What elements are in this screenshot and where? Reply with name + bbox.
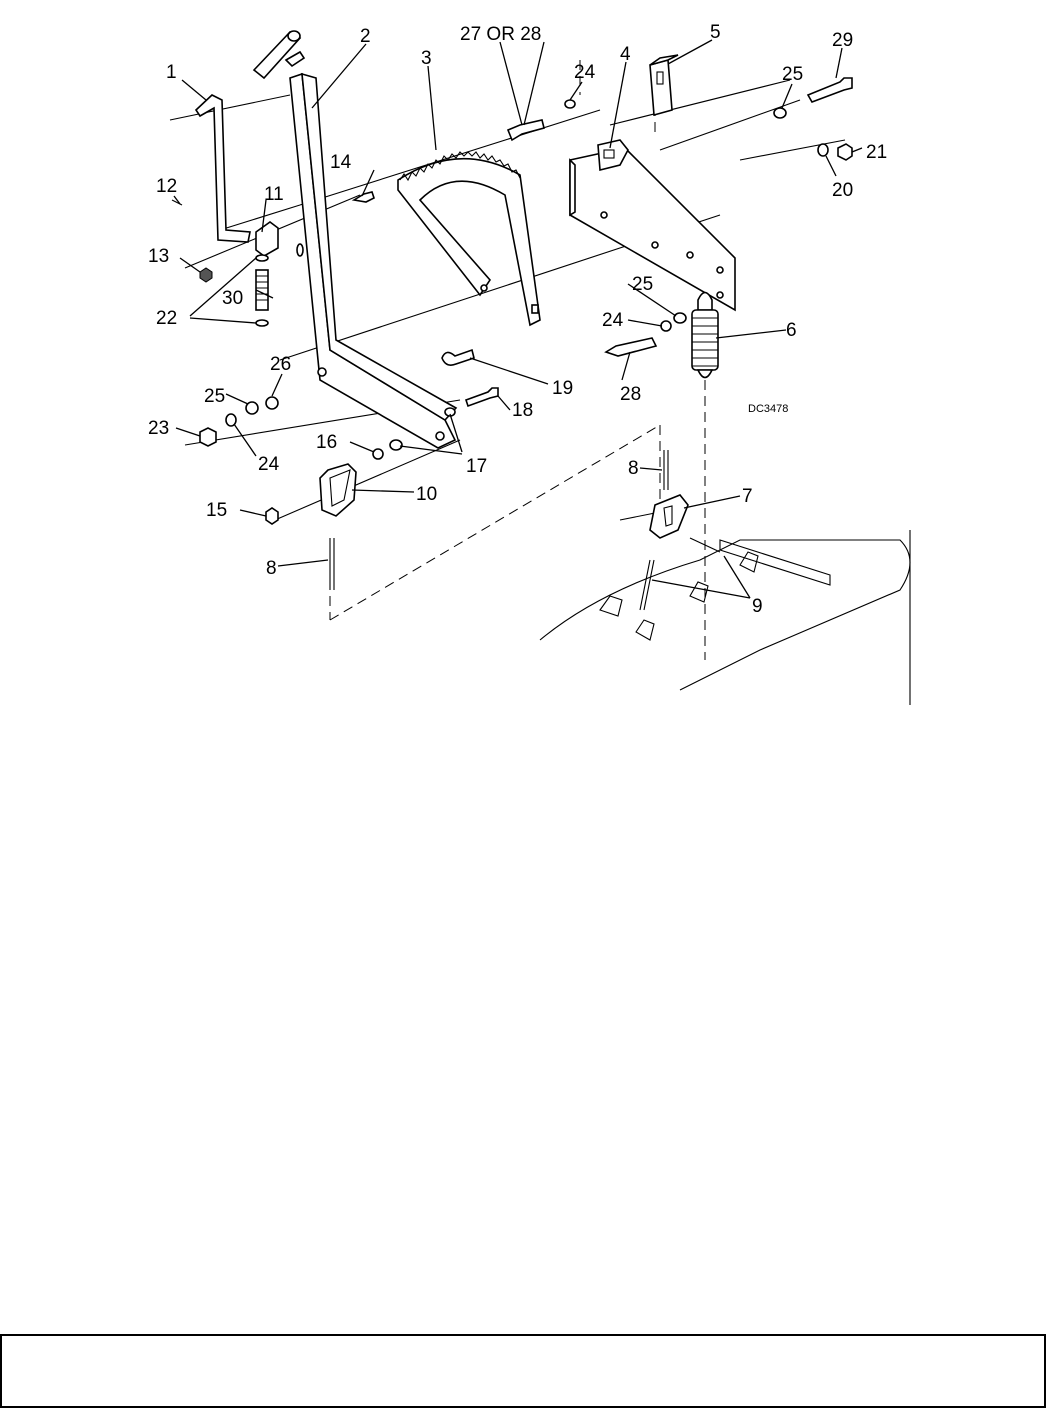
part-18-bolt: [464, 387, 499, 408]
part-26-spacer: [265, 396, 279, 410]
callout-numbers: 1 2 3 27 OR 28 24 4 5 29 25 21 20 14 12 …: [148, 22, 887, 617]
part-27-28-bolt: [506, 119, 545, 142]
part-24-lockwasher-top: [564, 99, 576, 109]
exploded-parts-diagram: 1 2 3 27 OR 28 24 4 5 29 25 21 20 14 12 …: [148, 22, 911, 705]
callout-22: 22: [156, 308, 177, 329]
part-7-chain-bracket: [649, 494, 689, 539]
part-24-lockwasher-mid: [660, 320, 672, 332]
part-13-nut: [199, 267, 213, 283]
callout-25-right: 25: [782, 64, 803, 85]
callout-8-left: 8: [266, 558, 277, 579]
part-25-washer-mid: [673, 312, 687, 324]
part-12-pin: [171, 199, 183, 206]
part-11-bracket: [255, 221, 279, 257]
drawing-code: DC3478: [748, 403, 788, 415]
callout-27-or-28: 27 OR 28: [460, 24, 541, 45]
callout-15: 15: [206, 500, 227, 521]
callout-3: 3: [421, 48, 432, 69]
part-16-spacer: [372, 448, 384, 460]
callout-21: 21: [866, 142, 887, 163]
part-25-washer-right: [773, 107, 787, 119]
part-4-mounting-bracket: [569, 139, 736, 312]
callout-28: 28: [620, 384, 641, 405]
hardware-fasteners: [171, 77, 853, 525]
callout-25-mid: 25: [632, 274, 653, 295]
callout-13: 13: [148, 246, 169, 267]
callout-2: 2: [360, 26, 371, 47]
callout-18: 18: [512, 400, 533, 421]
callout-24-left: 24: [258, 454, 280, 475]
footer-box: [0, 1334, 1046, 1408]
callout-1: 1: [166, 62, 177, 83]
part-3-toothed-quadrant: [397, 151, 541, 327]
part-23-nut: [199, 427, 217, 447]
part-28-bolt-lower: [604, 337, 658, 357]
callout-23: 23: [148, 418, 169, 439]
part-6-extension-spring: [691, 291, 719, 379]
part-5-square-tube: [649, 54, 679, 117]
part-10-chain-bracket: [319, 463, 357, 517]
callout-14: 14: [330, 152, 352, 173]
callout-26: 26: [270, 354, 291, 375]
callout-leaders: [173, 39, 863, 599]
part-22-washer-bottom: [255, 319, 269, 327]
callout-17: 17: [466, 456, 487, 477]
part-24-lockwasher-left: [225, 413, 237, 427]
part-20-lockwasher: [817, 143, 829, 157]
callout-6: 6: [786, 320, 797, 341]
callout-29: 29: [832, 30, 853, 51]
callout-24-top: 24: [574, 62, 596, 83]
callout-5: 5: [710, 22, 721, 43]
callout-7: 7: [742, 486, 753, 507]
chains: [329, 450, 721, 611]
part-29-bolt: [806, 77, 853, 103]
callout-30: 30: [222, 288, 243, 309]
part-21-nut: [837, 143, 853, 161]
mower-deck: [539, 530, 911, 705]
callout-12: 12: [156, 176, 177, 197]
callout-25-left: 25: [204, 386, 225, 407]
part-19-carriage-bolt: [441, 348, 475, 366]
part-25-washer-left: [245, 401, 259, 415]
callout-9: 9: [752, 596, 763, 617]
part-1-handle-rod: [194, 94, 251, 243]
part-14-bolt: [351, 191, 375, 203]
callout-10: 10: [416, 484, 437, 505]
part-22-washer-top: [255, 254, 269, 262]
callout-11: 11: [264, 184, 284, 205]
callout-20: 20: [832, 180, 853, 201]
callout-24-mid: 24: [602, 310, 624, 331]
callout-19: 19: [552, 378, 573, 399]
callout-16: 16: [316, 432, 337, 453]
callout-4: 4: [620, 44, 631, 65]
part-2-lift-lever: [252, 30, 458, 449]
part-15-nut: [265, 507, 279, 525]
callout-8-right: 8: [628, 458, 639, 479]
part-17-washer-bottom: [389, 439, 403, 451]
